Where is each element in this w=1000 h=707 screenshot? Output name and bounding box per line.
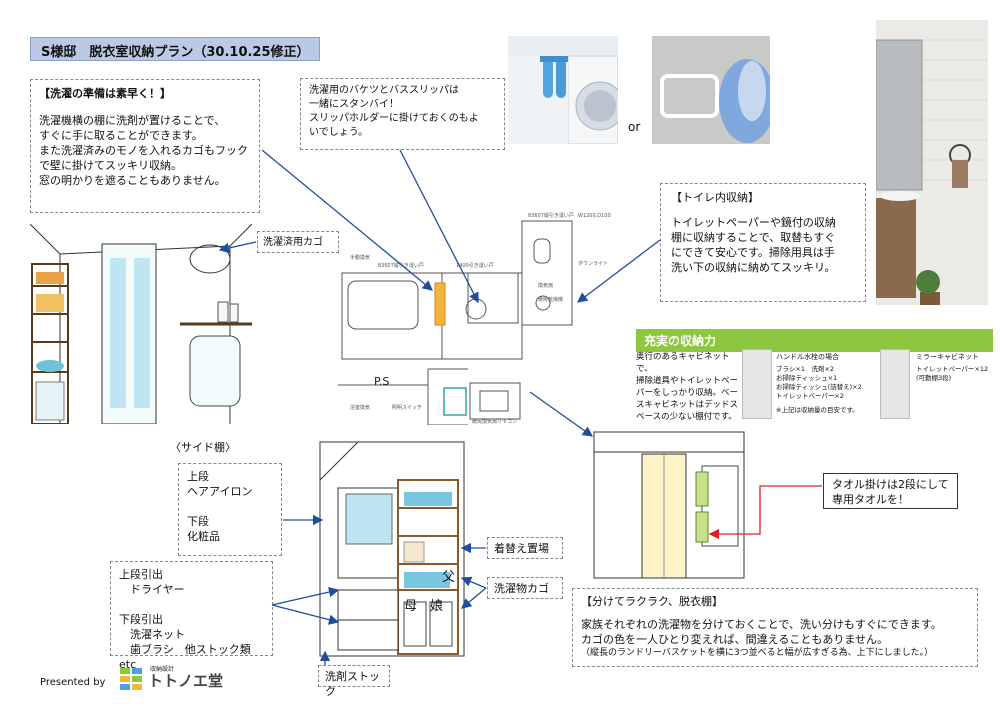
toilet-storage-box: 【トイレ内収納】 トイレットペーパーや鏡付の収納 棚に収納することで、取替もすぐ… bbox=[660, 183, 866, 302]
toilet-cabinet-photo bbox=[876, 20, 988, 305]
arrow-bucket-to-plan bbox=[399, 149, 479, 304]
brand-logo-icon bbox=[120, 668, 144, 692]
basket-label-mother: 母 bbox=[404, 599, 417, 614]
split-shelf-body: 家族それぞれの洗濯物を分けておくことで、洗い分けもすぐにできます。 カゴの色を一… bbox=[581, 618, 942, 646]
plan-note-a: 手動換気 bbox=[350, 254, 370, 261]
plan-dim-1: 83607縦引き違い戸 bbox=[378, 262, 424, 269]
catalog-col1-items: ブラシ×1 洗剤×2 お掃除ティッシュ×1 お掃除ティッシュ(詰替え)×2 トイ… bbox=[776, 365, 862, 400]
plan-note-c: 換気扇 bbox=[538, 282, 553, 289]
plan-dim-3: 83607縦引き違い戸 bbox=[528, 212, 574, 219]
split-shelf-heading: 【分けてラクラク、脱衣棚】 bbox=[581, 595, 724, 608]
arrow-basket-1 bbox=[460, 576, 487, 589]
towel-note-box: タオル掛けは2段にして 専用タオルを！ bbox=[823, 473, 958, 509]
toilet-storage-heading: 【トイレ内収納】 bbox=[671, 191, 759, 204]
catalog-cabinet-image-1 bbox=[742, 349, 772, 419]
plan-note-g: 暖房換気扇リモコン bbox=[472, 418, 517, 425]
basket-label-father: 父 bbox=[442, 570, 455, 585]
arrow-plan-to-room bbox=[529, 391, 594, 437]
laundry-prep-heading: 【洗濯の準備は素早く！】 bbox=[39, 87, 171, 100]
brand-name: トトノエ堂 bbox=[148, 672, 224, 690]
detergent-stock-label: 洗剤ストック bbox=[318, 665, 390, 698]
plan-note-b: ダウンライト bbox=[578, 260, 608, 267]
split-shelf-note: （縦長のランドリーバスケットを横に3つ並べると幅が広すぎる為、上下にしました。） bbox=[581, 648, 934, 658]
laundry-room-sketch bbox=[30, 224, 252, 424]
arrow-drawer-top bbox=[271, 586, 340, 606]
cabinet-sketch: 父 母 娘 bbox=[318, 440, 466, 658]
arrow-towel bbox=[708, 485, 822, 540]
laundry-basket-label: 洗濯物カゴ bbox=[487, 577, 563, 599]
laundry-prep-box: 【洗濯の準備は素早く！】 洗濯機横の棚に洗剤が置けることで、 すぐに手に取ること… bbox=[30, 79, 260, 213]
slipper-holder-photo bbox=[652, 36, 770, 144]
catalog-col1-title: ハンドル水栓の場合 bbox=[776, 353, 839, 361]
bucket-slipper-body: 洗濯用のバケツとバススリッパは 一緒にスタンバイ！ スリッパホルダーに掛けておく… bbox=[309, 85, 479, 138]
plan-dim-4: W1200,D100 bbox=[578, 213, 611, 219]
changing-area-label: 着替え置場 bbox=[487, 537, 563, 559]
or-label: or bbox=[628, 120, 641, 134]
laundry-prep-body: 洗濯機横の棚に洗剤が置けることで、 すぐに手に取ることができます。 また洗濯済み… bbox=[39, 114, 248, 187]
toilet-storage-body: トイレットペーパーや鏡付の収納 棚に収納することで、取替もすぐ にできて安心です… bbox=[671, 216, 836, 274]
catalog-body: 奥行のあるキャビネットで、 掃除道具やトイレットペー パーをしっかり収納。ベー … bbox=[636, 352, 739, 422]
washer-slipper-photo bbox=[508, 36, 618, 144]
brand-sub: 収納設計 bbox=[150, 666, 175, 673]
arrow-drawer-bottom bbox=[271, 604, 340, 625]
plan-note-f: 照明スイッチ bbox=[392, 405, 422, 411]
bucket-slipper-box: 洗濯用のバケツとバススリッパは 一緒にスタンバイ！ スリッパホルダーに掛けておく… bbox=[300, 78, 505, 150]
arrow-basket-2 bbox=[461, 587, 487, 609]
side-shelf-heading: 〈サイド棚〉 bbox=[170, 441, 236, 454]
catalog-header: 充実の収納力 bbox=[636, 329, 993, 352]
catalog-col1-note: ※上記は収納量の目安です。 bbox=[776, 406, 859, 414]
floor-plan: P.S 83607縦引き違い戸 1400引き違い戸 83607縦引き違い戸 W1… bbox=[338, 205, 628, 425]
toilet-room-sketch bbox=[592, 430, 746, 580]
catalog-cabinet-image-2 bbox=[880, 349, 910, 419]
drawers-box: 上段引出 ドライヤー 下段引出 洗濯ネット 歯ブラシ 他ストック類etc bbox=[110, 561, 273, 671]
plan-dim-2: 1400引き違い戸 bbox=[456, 262, 494, 269]
basket-label-daughter: 娘 bbox=[430, 599, 443, 614]
catalog-col2-title: ミラーキャビネット bbox=[916, 353, 979, 361]
presented-by: Presented by bbox=[40, 677, 106, 688]
arrow-toilet-to-plan bbox=[576, 239, 661, 303]
catalog-panel: 充実の収納力 奥行のあるキャビネットで、 掃除道具やトイレットペー パーをしっか… bbox=[636, 329, 993, 422]
plan-note-d: 暖房乾燥機 bbox=[538, 296, 563, 303]
arrow-laundry-to-shelf bbox=[261, 149, 434, 291]
plan-ps-label: P.S bbox=[374, 375, 389, 388]
side-shelf-box: 上段 ヘアアイロン 下段 化粧品 bbox=[178, 463, 282, 556]
plan-note-e: 浴室換気 bbox=[350, 404, 370, 411]
page-title: S様邸 脱衣室収納プラン（30.10.25修正） bbox=[30, 37, 320, 61]
split-shelf-box: 【分けてラクラク、脱衣棚】 家族それぞれの洗濯物を分けておくことで、洗い分けもす… bbox=[572, 588, 978, 667]
arrow-basket-label bbox=[218, 241, 257, 254]
catalog-col2-items: トイレットペーパー×12 (可動棚3段) bbox=[916, 365, 989, 382]
washed-basket-label: 洗濯済用カゴ bbox=[257, 231, 339, 253]
